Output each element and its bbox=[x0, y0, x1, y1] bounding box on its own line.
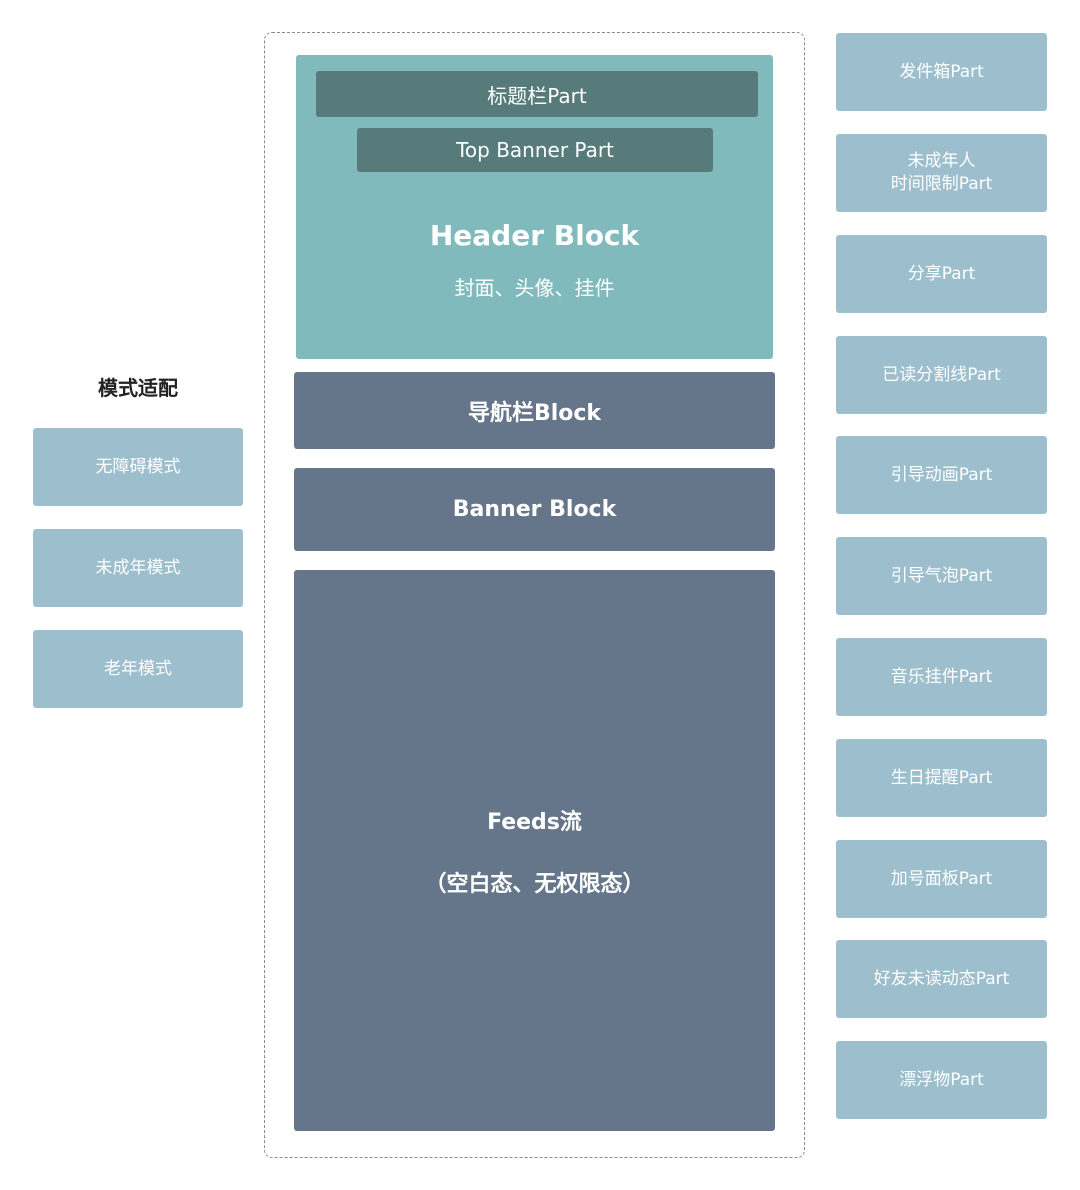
mode-item-label: 无障碍模式 bbox=[95, 456, 181, 477]
part-label: 引导气泡Part bbox=[890, 565, 993, 586]
part-label: 好友未读动态Part bbox=[873, 968, 1010, 989]
part-plus-panel: 加号面板Part bbox=[836, 840, 1047, 918]
part-label: 已读分割线Part bbox=[882, 364, 1001, 385]
feeds-block: Feeds流 （空白态、无权限态） bbox=[294, 570, 775, 1131]
part-label: 生日提醒Part bbox=[890, 767, 993, 788]
top-banner-part: Top Banner Part bbox=[357, 128, 713, 172]
mode-item-elderly: 老年模式 bbox=[33, 630, 243, 708]
part-friend-unread-feeds: 好友未读动态Part bbox=[836, 940, 1047, 1018]
part-outbox: 发件箱Part bbox=[836, 33, 1047, 111]
header-block: 标题栏Part Top Banner Part Header Block 封面、… bbox=[296, 55, 773, 359]
part-guide-animation: 引导动画Part bbox=[836, 436, 1047, 514]
part-guide-bubble: 引导气泡Part bbox=[836, 537, 1047, 615]
feeds-subtitle: （空白态、无权限态） bbox=[424, 871, 645, 897]
banner-block-label: Banner Block bbox=[452, 497, 617, 522]
part-label: 漂浮物Part bbox=[899, 1069, 984, 1090]
part-label: 发件箱Part bbox=[899, 61, 984, 82]
nav-block: 导航栏Block bbox=[294, 372, 775, 449]
part-birthday-reminder: 生日提醒Part bbox=[836, 739, 1047, 817]
nav-block-label: 导航栏Block bbox=[467, 400, 602, 426]
part-music-widget: 音乐挂件Part bbox=[836, 638, 1047, 716]
part-label: 未成年人 时间限制Part bbox=[890, 151, 993, 194]
part-share: 分享Part bbox=[836, 235, 1047, 313]
mode-section-title: 模式适配 bbox=[98, 376, 178, 400]
part-label: 引导动画Part bbox=[890, 464, 993, 485]
mode-item-minor: 未成年模式 bbox=[33, 529, 243, 607]
banner-block: Banner Block bbox=[294, 468, 775, 551]
feeds-title: Feeds流 bbox=[487, 809, 582, 835]
part-label: 加号面板Part bbox=[890, 868, 993, 889]
title-bar-part-label: 标题栏Part bbox=[487, 83, 587, 108]
mode-item-label: 未成年模式 bbox=[95, 557, 181, 578]
title-bar-part: 标题栏Part bbox=[316, 71, 758, 117]
mode-item-accessibility: 无障碍模式 bbox=[33, 428, 243, 506]
part-minor-time-limit: 未成年人 时间限制Part bbox=[836, 134, 1047, 212]
header-block-subtitle: 封面、头像、挂件 bbox=[454, 276, 615, 300]
part-read-divider: 已读分割线Part bbox=[836, 336, 1047, 414]
part-floating-objects: 漂浮物Part bbox=[836, 1041, 1047, 1119]
page-frame bbox=[264, 32, 805, 1158]
mode-item-label: 老年模式 bbox=[104, 658, 172, 679]
part-label: 分享Part bbox=[907, 263, 976, 284]
top-banner-part-label: Top Banner Part bbox=[456, 138, 614, 162]
header-block-title: Header Block bbox=[429, 219, 640, 252]
part-label: 音乐挂件Part bbox=[890, 666, 993, 687]
